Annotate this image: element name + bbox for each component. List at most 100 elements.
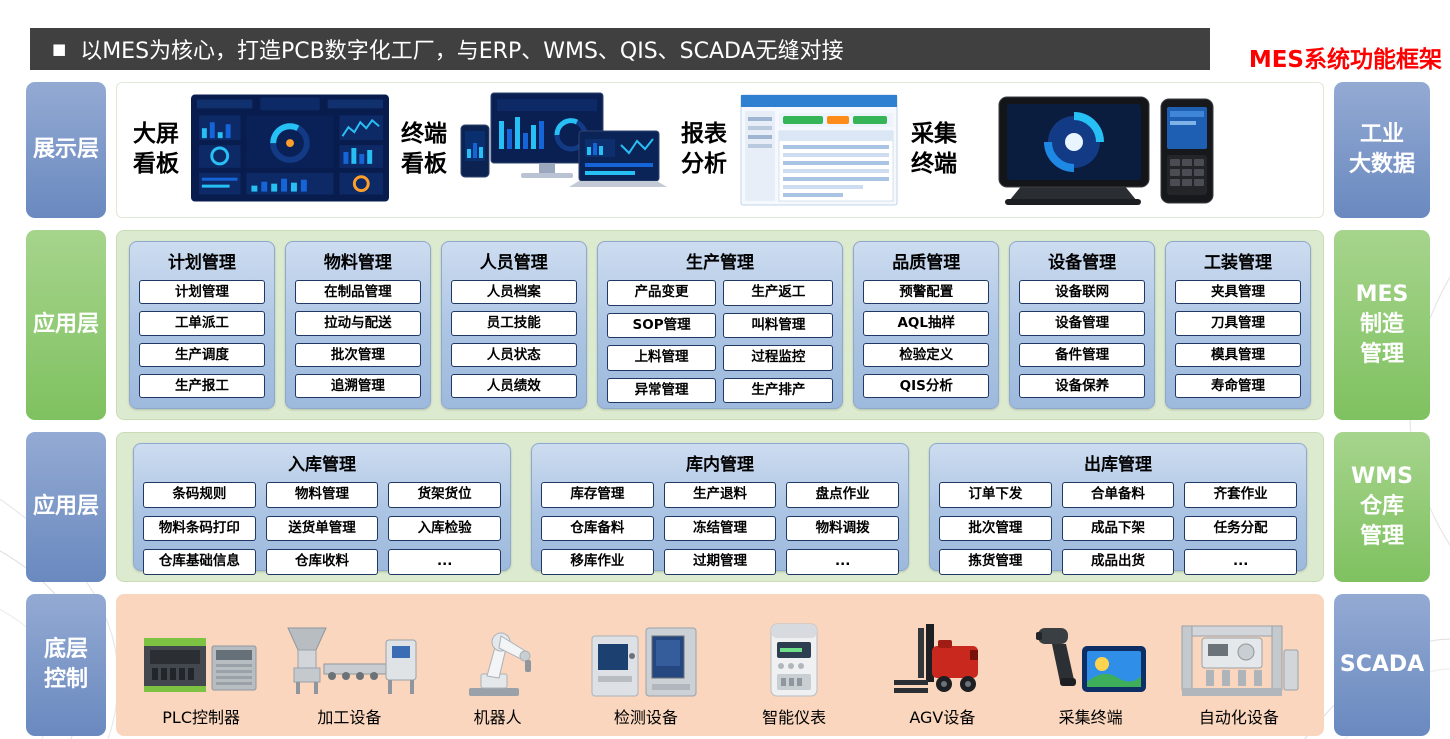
- mes-layer-label: 应用层: [26, 230, 106, 420]
- device-label: 加工设备: [317, 708, 382, 727]
- module-box: 上料管理: [606, 345, 717, 371]
- mes-manufacturing-label: MES 制造 管理: [1334, 230, 1430, 420]
- header-bar: ■ 以MES为核心，打造PCB数字化工厂，与ERP、WMS、QIS、SCADA无…: [30, 28, 1210, 70]
- device-label: 自动化设备: [1198, 708, 1279, 727]
- report-analysis-image: [739, 93, 899, 207]
- module-box: 过程监控: [723, 345, 834, 371]
- module-box: ...: [1184, 549, 1297, 575]
- device-testing: 检测设备: [573, 602, 719, 732]
- wms-layer-row: 应用层 入库管理 条码规则 物料管理 货架货位 物料条码打印 送货单管理 入库检…: [26, 432, 1430, 582]
- device-scanner: 采集终端: [1018, 602, 1164, 732]
- module-box: SOP管理: [606, 312, 717, 339]
- device-label: 检测设备: [613, 708, 678, 727]
- robot-image: [468, 632, 531, 696]
- module-box: 人员状态: [450, 342, 577, 367]
- panel-title: 入库管理: [288, 455, 356, 475]
- module-box: 人员绩效: [450, 373, 577, 398]
- module-box: 过期管理: [663, 549, 777, 575]
- module-box: AQL抽样: [863, 311, 990, 336]
- device-label: 机器人: [473, 708, 522, 727]
- panel-title: 库内管理: [686, 455, 754, 475]
- module-box: 批次管理: [294, 342, 421, 367]
- mes-panel-material: 物料管理 在制品管理 拉动与配送 批次管理 追溯管理: [284, 241, 431, 409]
- automation-equipment-image: [1181, 625, 1299, 696]
- module-box: QIS分析: [863, 373, 990, 398]
- module-box: ...: [388, 549, 501, 575]
- module-box: 成品出货: [1061, 549, 1175, 575]
- module-box: 检验定义: [863, 342, 990, 367]
- module-box: 设备联网: [1019, 280, 1146, 305]
- module-box: 设备管理: [1019, 311, 1146, 336]
- module-box: ...: [786, 549, 899, 575]
- device-plc: PLC控制器: [128, 602, 274, 732]
- big-screen-caption: 大屏 看板: [133, 121, 179, 177]
- panel-title: 工装管理: [1204, 253, 1272, 273]
- mes-panel-production: 生产管理 产品变更 生产返工 SOP管理 叫料管理 上料管理 过程监控 异常管理…: [596, 241, 844, 409]
- mes-panel-equipment: 设备管理 设备联网 设备管理 备件管理 设备保养: [1009, 241, 1156, 409]
- panel-title: 人员管理: [479, 253, 548, 273]
- module-box: 工单派工: [139, 311, 265, 336]
- mes-panel-tooling: 工装管理 夹具管理 刀具管理 模具管理 寿命管理: [1165, 241, 1311, 409]
- device-meter: 智能仪表: [721, 602, 867, 732]
- device-label: 采集终端: [1058, 708, 1123, 727]
- wms-layer-label: 应用层: [26, 432, 106, 582]
- wms-panel-inbound: 入库管理 条码规则 物料管理 货架货位 物料条码打印 送货单管理 入库检验 仓库…: [133, 443, 511, 575]
- module-box: 库存管理: [541, 482, 654, 508]
- terminal-dashboard-image: [459, 91, 669, 209]
- smart-meter-image: [770, 623, 818, 697]
- testing-equipment-image: [591, 627, 697, 697]
- module-box: 齐套作业: [1184, 482, 1297, 508]
- device-label: PLC控制器: [162, 708, 240, 727]
- module-box: 生产退料: [663, 482, 777, 508]
- module-box: 刀具管理: [1175, 311, 1301, 336]
- device-agv: AGV设备: [869, 602, 1015, 732]
- module-box: 订单下发: [939, 482, 1052, 508]
- module-box: 预警配置: [863, 280, 990, 305]
- mes-layer-row: 应用层 计划管理 计划管理 工单派工 生产调度 生产报工 物料管理 在制品管理 …: [26, 230, 1430, 420]
- panel-title: 品质管理: [892, 253, 961, 273]
- module-box: 设备保养: [1019, 373, 1146, 398]
- module-box: 拣货管理: [939, 549, 1052, 575]
- wms-panel-inventory: 库内管理 库存管理 生产退料 盘点作业 仓库备料 冻结管理 物料调拨 移库作业 …: [531, 443, 909, 575]
- module-box: 追溯管理: [294, 373, 421, 398]
- module-box: 计划管理: [139, 280, 265, 305]
- module-box: 夹具管理: [1175, 280, 1301, 305]
- scanner-terminal-image: [1035, 628, 1146, 692]
- module-box: 物料调拨: [786, 515, 899, 542]
- module-box: 成品下架: [1061, 515, 1175, 542]
- module-box: 仓库基础信息: [143, 549, 256, 575]
- outbound-grid: 订单下发 合单备料 齐套作业 批次管理 成品下架 任务分配 拣货管理 成品出货 …: [939, 482, 1297, 575]
- wms-layer-content: 入库管理 条码规则 物料管理 货架货位 物料条码打印 送货单管理 入库检验 仓库…: [116, 432, 1324, 582]
- module-box: 拉动与配送: [294, 311, 421, 336]
- control-layer-row: 底层 控制: [26, 594, 1430, 736]
- module-box: 在制品管理: [294, 280, 421, 305]
- module-box: 异常管理: [606, 377, 717, 404]
- module-box: 冻结管理: [663, 515, 777, 542]
- device-robot: 机器人: [425, 602, 571, 732]
- device-label: AGV设备: [909, 708, 976, 727]
- processing-equipment-image: [287, 627, 417, 694]
- inbound-grid: 条码规则 物料管理 货架货位 物料条码打印 送货单管理 入库检验 仓库基础信息 …: [143, 482, 501, 575]
- module-box: 人员档案: [450, 280, 577, 305]
- agv-image: [894, 624, 979, 693]
- mes-layer-content: 计划管理 计划管理 工单派工 生产调度 生产报工 物料管理 在制品管理 拉动与配…: [116, 230, 1324, 420]
- module-box: 条码规则: [143, 482, 256, 508]
- mes-panel-quality: 品质管理 预警配置 AQL抽样 检验定义 QIS分析: [853, 241, 1000, 409]
- module-box: 产品变更: [606, 280, 717, 306]
- module-box: 入库检验: [388, 515, 501, 542]
- collection-terminal-image: [969, 91, 1219, 209]
- device-label: 智能仪表: [762, 708, 827, 727]
- module-box: 批次管理: [939, 515, 1052, 542]
- big-screen-dashboard-image: [191, 94, 389, 206]
- panel-title: 出库管理: [1084, 455, 1152, 475]
- square-bullet-icon: ■: [52, 39, 67, 58]
- report-analysis-caption: 报表 分析: [681, 121, 727, 177]
- module-box: 叫料管理: [723, 312, 834, 339]
- module-box: 寿命管理: [1175, 373, 1301, 398]
- module-box: 生产排产: [723, 377, 834, 404]
- module-box: 模具管理: [1175, 342, 1301, 367]
- panel-title: 物料管理: [323, 253, 392, 273]
- production-grid: 产品变更 生产返工 SOP管理 叫料管理 上料管理 过程监控 异常管理 生产排产: [606, 280, 834, 404]
- module-box: 生产报工: [139, 373, 265, 398]
- plc-controller-image: [144, 638, 257, 692]
